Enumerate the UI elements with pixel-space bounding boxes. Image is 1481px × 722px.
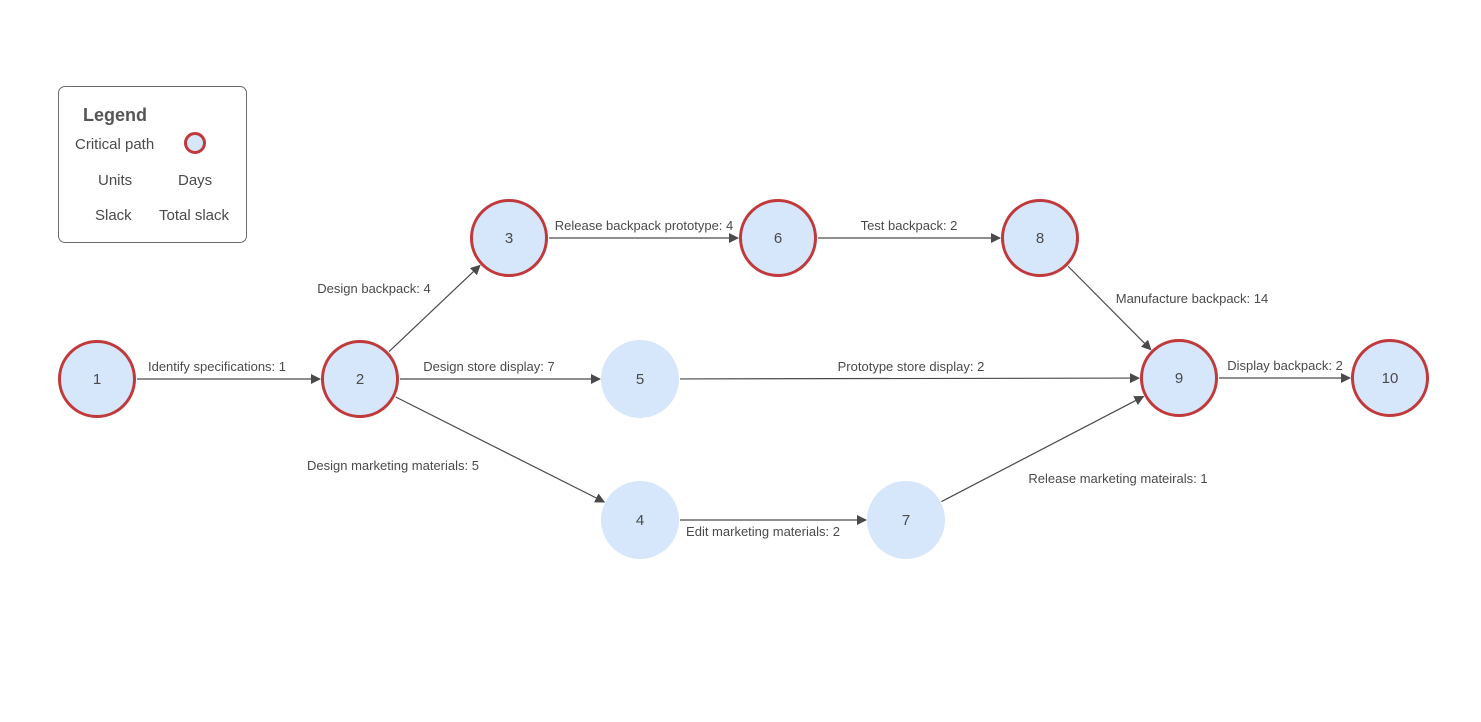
node-circle-9 [1140, 339, 1218, 417]
edge-label-4-7: Edit marketing materials: 2 [686, 524, 840, 539]
node-circle-3 [470, 199, 548, 277]
node-label-1: 1 [93, 371, 101, 388]
edge-arrow-7-9 [941, 395, 1145, 503]
legend-slack-value: Total slack [159, 207, 230, 224]
edge-label-5-9: Prototype store display: 2 [838, 359, 985, 374]
node-circle-2 [321, 340, 399, 418]
node-label-7: 7 [902, 512, 910, 529]
legend-slack-label: Slack [95, 207, 132, 224]
legend-units-label: Units [98, 172, 133, 189]
legend-critical-path-label: Critical path [75, 136, 155, 153]
legend-units-value: Days [178, 172, 213, 189]
edge-label-6-8: Test backpack: 2 [861, 218, 958, 233]
node-label-9: 9 [1175, 370, 1183, 387]
edge-label-8-9: Manufacture backpack: 14 [1116, 291, 1268, 306]
node-5: 5 [601, 340, 679, 418]
edges: Identify specifications: 1 Design backpac… [137, 218, 1351, 539]
edge-label-9-10: Display backpack: 2 [1227, 358, 1343, 373]
edge-label-1-2: Identify specifications: 1 [148, 359, 286, 374]
edge-label-7-9: Release marketing mateirals: 1 [1028, 471, 1207, 486]
node-4: 4 [601, 481, 679, 559]
node-circle-4 [601, 481, 679, 559]
node-label-6: 6 [774, 230, 782, 247]
node-label-3: 3 [505, 230, 513, 247]
node-7: 7 [867, 481, 945, 559]
node-3: 3 [470, 199, 548, 277]
critical-path-swatch-icon [184, 132, 206, 154]
edge-arrow-2-4 [395, 396, 606, 503]
node-label-4: 4 [636, 512, 644, 529]
node-1: 1 [58, 340, 136, 418]
nodes: 1 2 3 4 5 6 7 8 9 10 [58, 199, 1429, 559]
node-circle-6 [739, 199, 817, 277]
node-label-10: 10 [1382, 370, 1399, 387]
node-label-2: 2 [356, 371, 364, 388]
node-6: 6 [739, 199, 817, 277]
edge-label-2-3: Design backpack: 4 [317, 281, 430, 296]
edge-label-2-4: Design marketing materials: 5 [307, 458, 479, 473]
node-2: 2 [321, 340, 399, 418]
node-label-5: 5 [636, 371, 644, 388]
node-10: 10 [1351, 339, 1429, 417]
node-circle-1 [58, 340, 136, 418]
edge-arrow-2-3 [388, 264, 481, 352]
node-circle-10 [1351, 339, 1429, 417]
edge-arrow-5-9 [679, 373, 1141, 384]
legend: Legend Critical path Units Days Slack To… [58, 86, 247, 243]
node-label-8: 8 [1036, 230, 1044, 247]
node-9: 9 [1140, 339, 1218, 417]
node-circle-5 [601, 340, 679, 418]
node-circle-8 [1001, 199, 1079, 277]
edge-arrow-8-9 [1067, 265, 1152, 351]
edge-label-3-6: Release backpack prototype: 4 [555, 218, 734, 233]
edge-label-2-5: Design store display: 7 [423, 359, 555, 374]
node-circle-7 [867, 481, 945, 559]
node-8: 8 [1001, 199, 1079, 277]
legend-title: Legend [83, 105, 148, 125]
